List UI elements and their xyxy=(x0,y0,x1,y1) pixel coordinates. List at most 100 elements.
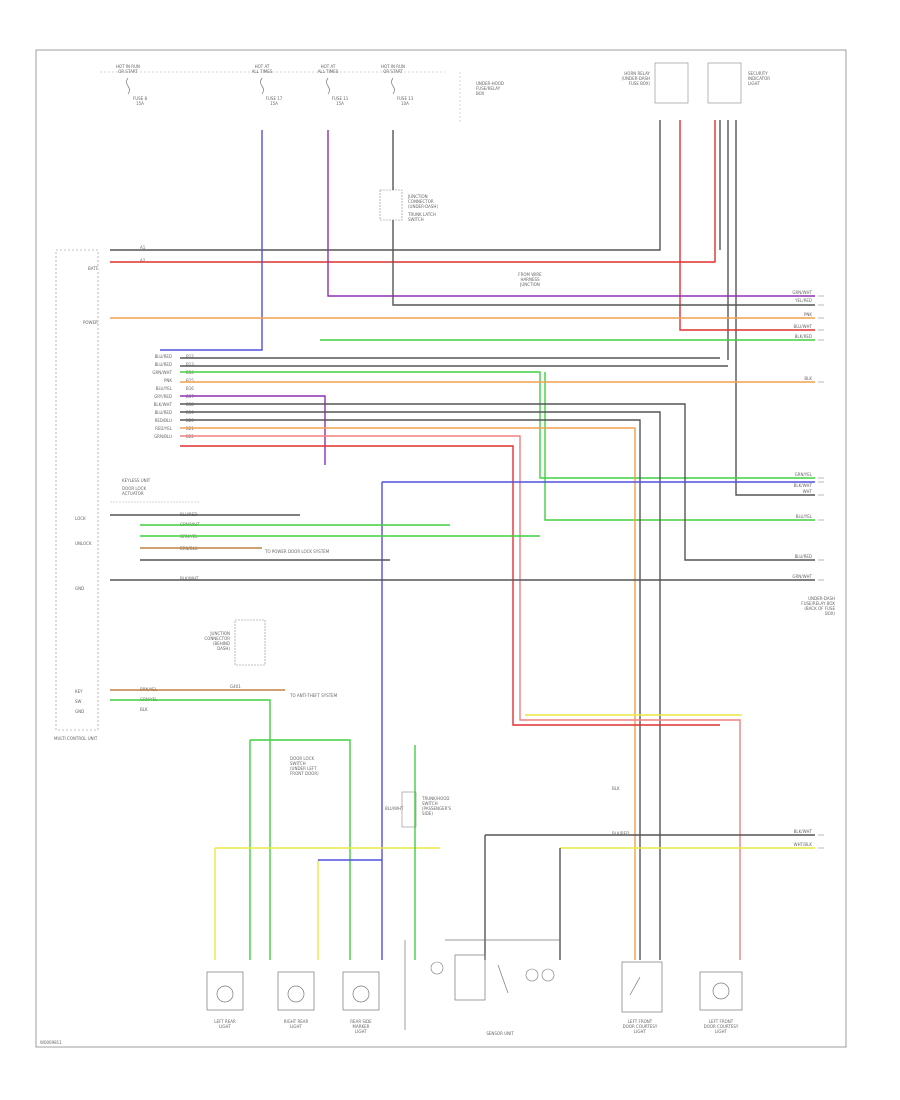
right-wire-label: PNK xyxy=(804,312,812,317)
right-side-label-line1: UNDER-DASH xyxy=(808,596,835,601)
relay-right-line3: LIGHT xyxy=(748,81,761,86)
sensor-icon xyxy=(541,968,555,982)
lower-wire-label: BLK xyxy=(612,786,620,791)
relay-left-line1: HORN RELAY xyxy=(624,71,650,76)
wire-green-lamp xyxy=(250,739,351,960)
wire-fuse2-blue xyxy=(160,130,263,351)
fuse-label-3-line1: FUSE 11 xyxy=(332,96,349,101)
fuse-label-4-line1: FUSE 13 xyxy=(397,96,414,101)
underhood-box-line3: BOX xyxy=(476,91,485,96)
right-wire-label: WHT xyxy=(803,489,813,494)
bulb-icon xyxy=(287,985,305,1003)
bottom-pin-label: KEY xyxy=(75,689,83,694)
switch-junction-line1: JUNCTION xyxy=(407,194,428,199)
diagram-border xyxy=(35,49,847,1048)
top-fuse-4-line2: OR START xyxy=(383,69,403,74)
mid-pin-label: BLU/YEL xyxy=(156,386,173,391)
wire-red-2 xyxy=(180,445,720,726)
mid-pin: B16 xyxy=(186,386,194,391)
horn-relay-box xyxy=(654,62,689,104)
right-wire-label: BLU/RED xyxy=(795,554,812,559)
lamp2-line1: RIGHT REAR xyxy=(284,1019,309,1024)
top-fuse-1-line1: HOT IN RUN xyxy=(116,64,140,69)
security-light-box xyxy=(707,62,742,104)
mid-pin-label: BLK/WHT xyxy=(154,402,173,407)
fuse-label-1-line2: 15A xyxy=(136,101,144,106)
top-fuse-3-line2: ALL TIMES xyxy=(318,69,339,74)
fuse-symbol-2 xyxy=(260,77,264,95)
right-switch-line3: LIGHT xyxy=(634,1029,647,1034)
mid-pin-label: BLU/RED xyxy=(155,354,172,359)
bus-label-top: FROM WIRE xyxy=(518,272,542,277)
sensor-label-line2: ACTUATOR xyxy=(122,491,144,496)
right-wire-label: GRN/WHT xyxy=(792,290,812,295)
module-pin-a2: A2 xyxy=(140,258,146,263)
right-wire-label: GRN/WHT xyxy=(792,574,812,579)
right-connector-terminals xyxy=(818,295,824,849)
relay-right-line2: INDICATOR xyxy=(748,76,770,81)
fuse-label-2-line2: 15A xyxy=(270,101,278,106)
mid-pin-label: GRN/BLU xyxy=(154,434,172,439)
mid-junction: JUNCTION CONNECTOR (BEHIND DASH) G401 xyxy=(204,619,266,689)
wire-fuse4-down xyxy=(392,220,815,306)
underhood-box-line2: FUSE/RELAY xyxy=(476,86,501,91)
right-switch-line2: DOOR COURTESY xyxy=(623,1024,658,1029)
right-side-label-line2: FUSE/RELAY BOX xyxy=(801,601,835,606)
wire-sw-green xyxy=(110,699,271,960)
fuse-label-3-line2: 15A xyxy=(336,101,344,106)
right-rear-light: RIGHT REAR LIGHT xyxy=(277,971,315,1029)
wire-purple-2 xyxy=(180,395,326,465)
right-wire-label: BLK/WHT xyxy=(794,829,813,834)
left-rear-light: LEFT REAR LIGHT xyxy=(206,971,244,1029)
trunk-relay-box xyxy=(401,791,417,828)
module-name: MULTI CONTROL UNIT xyxy=(54,736,98,741)
trunk-relay-line2: SWITCH xyxy=(422,801,438,806)
right-wire-label: BLK/RED xyxy=(795,334,812,339)
wire-harness xyxy=(110,120,815,960)
junction-line4: DASH) xyxy=(217,646,230,651)
right-wire-label: GRN/YEL xyxy=(795,472,813,477)
lock-row-label: GND xyxy=(75,586,84,591)
trunk-latch-line2: SWITCH xyxy=(408,217,424,222)
right-wire-label: WHT/BLK xyxy=(794,842,813,847)
lower-labels: DOOR LOCK SWITCH (UNDER LEFT FRONT DOOR)… xyxy=(290,756,629,836)
switch-junction: JUNCTION CONNECTOR (UNDER-DASH) TRUNK LA… xyxy=(379,189,438,222)
to-auto-label: TO POWER DOOR LOCK SYSTEM xyxy=(264,549,330,554)
mid-pin: B15 xyxy=(186,378,194,383)
sensor-unit: SENSOR UNIT xyxy=(404,939,560,1036)
door-switch-line4: FRONT DOOR) xyxy=(290,771,319,776)
bus-label-bottom: JUNCTION xyxy=(519,282,540,287)
switch-icon xyxy=(629,976,641,996)
lamp1-line2: LIGHT xyxy=(219,1024,232,1029)
trunk-relay-line3: (PASSENGER'S xyxy=(422,806,452,811)
right-wire-label: YEL/RED xyxy=(794,298,812,303)
bottom-pin-label: SW xyxy=(75,699,82,704)
door-switch-line1: DOOR LOCK xyxy=(290,756,314,761)
door-switch-line2: SWITCH xyxy=(290,761,306,766)
mid-pin: B12 xyxy=(186,354,194,359)
bus-label-mid: HARNESS xyxy=(520,277,540,282)
mid-pin-label: RED/BLU xyxy=(155,418,173,423)
bottom-pin-label: GND xyxy=(75,709,84,714)
fuse-symbol-4 xyxy=(391,77,395,95)
sensor-label-line1: DOOR LOCK xyxy=(122,486,146,491)
junction-line3: (BEHIND xyxy=(213,641,230,646)
mid-pin: B13 xyxy=(186,362,194,367)
right-lamp-line3: LIGHT xyxy=(715,1029,728,1034)
bus-label: FROM WIRE HARNESS JUNCTION xyxy=(518,272,542,287)
trunk-relay-line4: SIDE) xyxy=(422,811,433,816)
switch-junction-line2: CONNECTOR xyxy=(408,199,434,204)
top-fuse-1-line2: OR START xyxy=(118,69,138,74)
right-lamp-line1: LEFT FRONT xyxy=(709,1019,734,1024)
top-fuse-3-line1: HOT AT xyxy=(321,64,336,69)
lamp1-line1: LEFT REAR xyxy=(214,1019,236,1024)
wire-relay-left-red xyxy=(679,120,815,331)
underhood-box-line1: UNDER-HOOD xyxy=(476,81,504,86)
door-switch-line3: (UNDER LEFT xyxy=(290,766,317,771)
right-wire-labels: GRN/WHT PNK BLU/WHT BLK/RED BLK GRN/YEL … xyxy=(792,290,835,847)
wire-gray-4 xyxy=(180,411,661,960)
wire-gray-5 xyxy=(180,419,641,960)
wire-relay-right-3 xyxy=(735,120,815,496)
right-wire-label: BLU/YEL xyxy=(796,514,813,519)
